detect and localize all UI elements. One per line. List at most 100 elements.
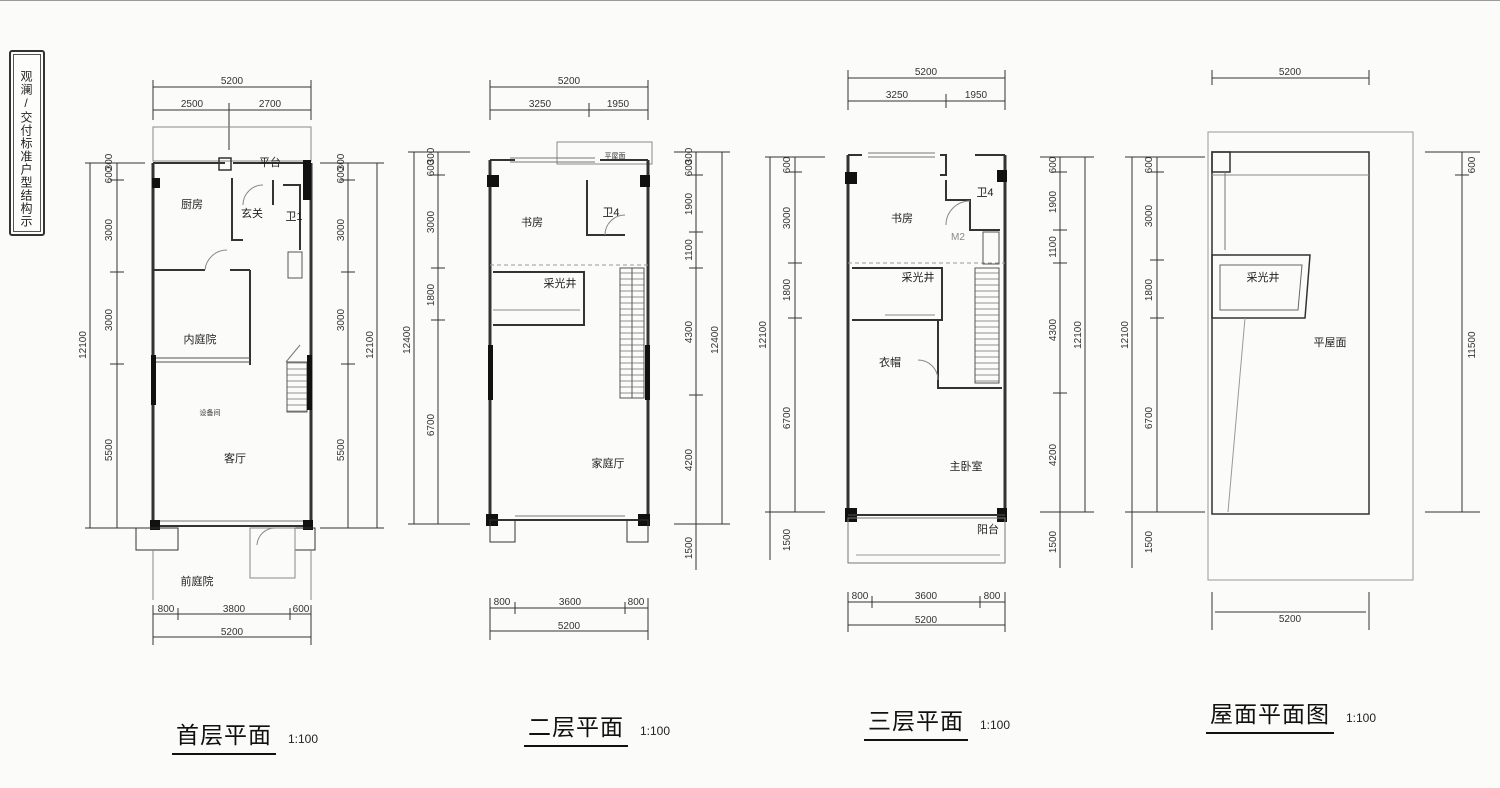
plan-third-floor <box>765 70 1094 632</box>
plan1-room-wc1: 卫1 <box>285 211 302 223</box>
plan1-room-courtyard: 内庭院 <box>184 332 217 346</box>
plan1-dim-left-2: 300 <box>104 153 115 170</box>
plan2-room-study: 书房 <box>521 216 543 229</box>
plan2-dim-top-total: 5200 <box>558 76 581 87</box>
plan1-dim-top-total: 5200 <box>221 76 244 87</box>
plan2-dim-right-7: 1500 <box>684 536 695 559</box>
plan4-dim-left-total: 12100 <box>1120 321 1131 349</box>
plan1-room-terrace: 平台 <box>259 155 281 169</box>
plan1-scale: 1:100 <box>288 732 319 746</box>
plan2-dim-right-4: 1100 <box>684 239 695 261</box>
plan4-dim-right-total: 11500 <box>1467 331 1478 359</box>
plan2-dim-bottom-1: 800 <box>494 597 511 608</box>
plan3-dim-bottom-1: 800 <box>852 591 869 602</box>
plan4-room-flat-roof: 平屋面 <box>1314 336 1347 349</box>
plan3-dim-right-total: 12100 <box>1073 321 1084 349</box>
plan2-dim-right-2: 300 <box>684 147 695 164</box>
plan1-dim-right-2: 300 <box>336 153 347 170</box>
plan1-dim-top-left: 2500 <box>181 99 204 110</box>
plan2-dim-left-5: 6700 <box>426 413 437 436</box>
plan1-dim-right-1: 600 <box>336 166 347 183</box>
plan2-dim-right-6: 4200 <box>684 448 695 471</box>
plan1-room-living: 客厅 <box>224 451 246 465</box>
plan2-room-wc4: 卫4 <box>602 207 619 219</box>
plan1-dim-bottom-2: 3800 <box>223 604 246 615</box>
plan3-dim-left-3: 1800 <box>782 278 793 301</box>
plan1-room-front-yard: 前庭院 <box>181 574 214 588</box>
project-seal-text: 观澜/交付标准户型结构示意图 <box>19 70 33 228</box>
plan2-dim-right-3: 1900 <box>684 192 695 215</box>
plan1-dim-right-5: 5500 <box>336 438 347 461</box>
plan3-dim-right-6: 1500 <box>1048 530 1059 553</box>
plan1-dim-left-total: 12100 <box>78 331 89 359</box>
plan4-dim-top-total: 5200 <box>1279 67 1302 78</box>
plan2-dim-bottom-3: 800 <box>628 597 645 608</box>
plan2-dim-left-3: 3000 <box>426 210 437 233</box>
plan1-dim-right-3: 3000 <box>336 218 347 241</box>
plan3-dim-right-1: 600 <box>1048 156 1059 173</box>
plan3-dim-left-total: 12100 <box>758 321 769 349</box>
plan1-dim-left-4: 3000 <box>104 308 115 331</box>
plan1-title: 首层平面 <box>172 716 276 755</box>
plan-ground-floor <box>85 80 384 645</box>
plan1-dim-bottom-total: 5200 <box>221 627 244 638</box>
plan3-dim-bottom-2: 3600 <box>915 591 938 602</box>
plan2-dim-left-total: 12400 <box>402 326 413 354</box>
plan2-dim-left-1: 600 <box>426 159 437 176</box>
plan4-title: 屋面平面图 <box>1206 695 1334 734</box>
plan3-room-wc4: 卫4 <box>976 187 993 199</box>
plan4-dim-left-3: 1800 <box>1144 278 1155 301</box>
plan4-title-block: 屋面平面图 1:100 <box>1206 695 1376 734</box>
plan2-note: 平屋面 <box>605 152 626 160</box>
plan3-dim-bottom-total: 5200 <box>915 615 938 626</box>
plan2-room-family: 家庭厅 <box>592 456 625 470</box>
plan1-note: 设备间 <box>200 408 221 417</box>
plan1-dim-left-3: 3000 <box>104 218 115 241</box>
plan3-dim-right-4: 4300 <box>1048 318 1059 341</box>
plan1-dim-right-4: 3000 <box>336 308 347 331</box>
project-seal: 观澜/交付标准户型结构示意图 <box>9 50 45 236</box>
plan4-dim-left-4: 6700 <box>1144 406 1155 429</box>
sheet-top-border <box>0 0 1500 1</box>
plan2-dim-bottom-2: 3600 <box>559 597 582 608</box>
plan2-title-block: 二层平面 1:100 <box>524 708 670 747</box>
plan2-title: 二层平面 <box>524 708 628 747</box>
plan1-room-kitchen: 厨房 <box>181 198 203 211</box>
plan4-scale: 1:100 <box>1346 711 1377 725</box>
plan3-dim-top-total: 5200 <box>915 67 938 78</box>
plan3-room-study: 书房 <box>891 212 913 225</box>
plan3-dim-left-4: 6700 <box>782 406 793 429</box>
plan3-room-master: 主卧室 <box>950 459 983 473</box>
plan1-room-foyer: 玄关 <box>241 206 263 220</box>
plan1-dim-top-right: 2700 <box>259 99 282 110</box>
plan3-dim-right-3: 1100 <box>1048 236 1059 258</box>
plan3-scale: 1:100 <box>980 718 1011 732</box>
plan3-room-balcony: 阳台 <box>977 522 999 536</box>
plan4-dim-left-1: 600 <box>1144 156 1155 173</box>
plan2-dim-top-right: 1950 <box>607 99 630 110</box>
plan3-dim-right-2: 1900 <box>1048 190 1059 213</box>
plan2-dim-right-1: 600 <box>684 159 695 176</box>
plan1-dim-bottom-1: 800 <box>158 604 175 615</box>
plan2-dim-left-2: 300 <box>426 147 437 164</box>
plan4-dim-left-2: 3000 <box>1144 204 1155 227</box>
plan3-dim-left-5: 1500 <box>782 528 793 551</box>
plan2-dim-top-left: 3250 <box>529 99 552 110</box>
plan1-dim-right-total: 12100 <box>365 331 376 359</box>
plan3-title: 三层平面 <box>864 702 968 741</box>
plan1-dim-left-1: 600 <box>104 166 115 183</box>
plan3-dim-left-2: 3000 <box>782 206 793 229</box>
plan2-room-lightwell: 采光井 <box>544 276 577 290</box>
plan2-dim-right-total: 12400 <box>710 326 721 354</box>
plan2-scale: 1:100 <box>640 724 671 738</box>
plan2-dim-right-5: 4300 <box>684 320 695 343</box>
plan3-dim-right-5: 4200 <box>1048 443 1059 466</box>
plan2-dim-bottom-total: 5200 <box>558 621 581 632</box>
plan3-note-m2: M2 <box>951 232 965 243</box>
plan3-dim-bottom-3: 800 <box>984 591 1001 602</box>
plan3-dim-top-right: 1950 <box>965 90 988 101</box>
plan4-room-lightwell: 采光井 <box>1247 270 1280 284</box>
plan2-dim-left-4: 1800 <box>426 283 437 306</box>
plan-second-floor <box>408 80 730 640</box>
